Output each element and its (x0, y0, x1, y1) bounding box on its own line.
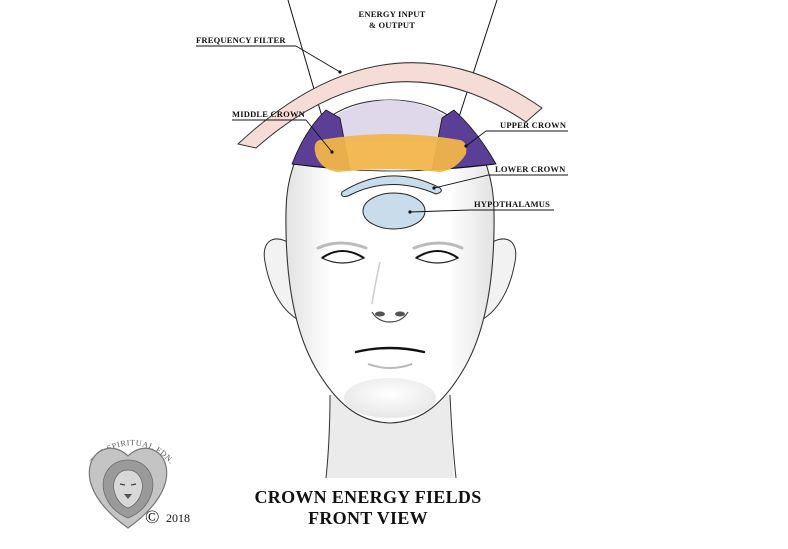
energy-label-line2: & OUTPUT (369, 20, 415, 30)
middle-crown-leader (305, 119, 333, 153)
lower-crown-marker (432, 186, 436, 190)
frequency-filter-marker (338, 70, 342, 74)
hypothalamus-field (362, 192, 426, 230)
lower-crown-field (341, 175, 442, 197)
copyright-year: 2018 (166, 511, 190, 525)
nose (371, 261, 409, 323)
lion-face (113, 469, 143, 509)
crown-dome (318, 100, 462, 142)
label-energy-input-output: ENERGY INPUT & OUTPUT (358, 9, 425, 30)
middle-crown-label: MIDDLE CROWN (232, 109, 306, 119)
upper-crown-base-line (291, 163, 497, 172)
middle-crown-field (314, 134, 467, 172)
label-hypothalamus: HYPOTHALAMUS (408, 199, 554, 214)
right-eye (414, 250, 460, 264)
frequency-filter-leader (295, 45, 341, 73)
title-line2: FRONT VIEW (308, 508, 428, 528)
label-upper-crown: UPPER CROWN (464, 120, 568, 148)
copyright-symbol: © (145, 507, 159, 528)
mouth (354, 346, 426, 369)
head-outline (285, 99, 495, 424)
left-eye (320, 250, 366, 264)
hypothalamus-leader (409, 209, 471, 213)
right-brow (412, 241, 464, 250)
frequency-filter-field (236, 62, 543, 149)
lion-eyes (119, 483, 137, 486)
neck-outline-left (325, 394, 331, 479)
hypothalamus-label: HYPOTHALAMUS (474, 199, 550, 209)
lower-crown-leader (433, 174, 489, 189)
upper-crown-label: UPPER CROWN (500, 120, 567, 130)
diagram-title: CROWN ENERGY FIELDS FRONT VIEW (254, 487, 481, 528)
label-middle-crown: MIDDLE CROWN (232, 109, 334, 154)
chin-shadow (344, 378, 436, 418)
lion-nose (124, 494, 132, 499)
label-lower-crown: LOWER CROWN (432, 164, 568, 190)
neck (326, 395, 454, 478)
upper-crown-marker (464, 144, 468, 148)
frequency-filter-label: FREQUENCY FILTER (196, 35, 286, 45)
label-frequency-filter: FREQUENCY FILTER (196, 35, 342, 74)
energy-cone-right-line (457, 0, 498, 121)
head-illustration (263, 99, 517, 479)
energy-label-line1: ENERGY INPUT (358, 9, 425, 19)
left-brow (316, 241, 368, 250)
lower-crown-label: LOWER CROWN (495, 164, 566, 174)
spiritual-fdn-logo: THE SPIRITUAL FDN. © 2018 (88, 438, 190, 529)
hypothalamus-marker (408, 210, 412, 214)
upper-crown-leader (465, 130, 487, 147)
title-line1: CROWN ENERGY FIELDS (254, 487, 481, 507)
neck-outline-right (449, 394, 457, 479)
middle-crown-marker (330, 150, 334, 154)
